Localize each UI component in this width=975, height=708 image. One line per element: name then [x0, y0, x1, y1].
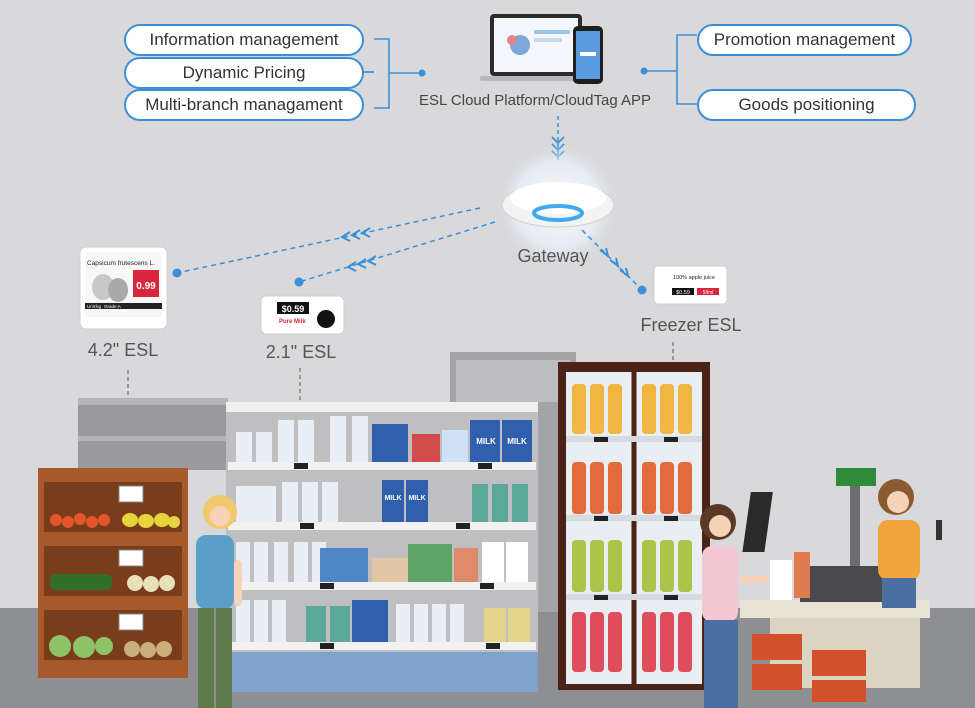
cashier-woman	[878, 479, 942, 608]
milk-sign-1: MILK	[476, 437, 496, 446]
esl-42-price-text: 0.99	[136, 281, 156, 292]
freezer-esl-device: 100% apple juice $0.59 58ml	[653, 265, 728, 305]
milk-sign-4: MILK	[408, 495, 425, 502]
esl-42-device: Capsicum frutescens L. 0.99 Unit:kg Grad…	[79, 246, 168, 330]
milk-sign-3: MILK	[384, 495, 401, 502]
shopper-woman-left	[196, 495, 242, 708]
feature-multi-branch-management: Multi-branch managament	[124, 89, 364, 121]
milk-sign-2: MILK	[507, 437, 527, 446]
left-bracket-node	[418, 69, 426, 77]
freezer-esl-label: Freezer ESL	[640, 315, 742, 335]
shopping-baskets	[752, 634, 866, 702]
dairy-shelf: MILK MILK MILK MILK	[226, 402, 538, 692]
freezer-esl-badge-text: 58ml	[703, 290, 714, 296]
phone-icon	[573, 26, 603, 84]
laptop-icon	[480, 14, 592, 81]
feature-promotion-management: Promotion management	[697, 24, 912, 56]
right-feature-bracket	[644, 34, 697, 105]
freezer-esl-node	[637, 285, 647, 295]
left-feature-bracket	[362, 38, 422, 109]
feature-goods-positioning: Goods positioning	[697, 89, 916, 121]
esl-21-node	[294, 277, 304, 287]
platform-label: ESL Cloud Platform/CloudTag APP	[418, 92, 652, 109]
freezer-esl-product-text: 100% apple juice	[673, 275, 715, 281]
shopper-woman-phone	[700, 504, 768, 708]
signal-chevrons-icon	[339, 227, 630, 279]
esl-42-label: 4.2" ESL	[87, 340, 159, 360]
right-bracket-node	[640, 67, 648, 75]
produce-shelf	[38, 468, 188, 678]
esl-21-product-text: Pure Milk	[279, 319, 306, 325]
feature-information-management: Information management	[124, 24, 364, 56]
esl-21-price-text: $0.59	[282, 304, 305, 314]
freezer-cabinet	[558, 362, 710, 690]
esl-21-device: $0.59 Pure Milk	[260, 295, 345, 335]
esl-42-product-text: Capsicum frutescens L.	[87, 260, 155, 267]
gateway-icon	[501, 182, 615, 228]
gateway-label: Gateway	[517, 246, 589, 266]
freezer-esl-price-text: $0.59	[676, 290, 690, 296]
esl-42-grade-text: Grade:A	[104, 304, 121, 309]
esl-21-label: 2.1" ESL	[265, 342, 337, 362]
signal-lines	[176, 207, 643, 291]
esl-42-node	[172, 268, 182, 278]
esl-42-unit-text: Unit:kg	[87, 304, 102, 309]
feature-dynamic-pricing: Dynamic Pricing	[124, 57, 364, 89]
